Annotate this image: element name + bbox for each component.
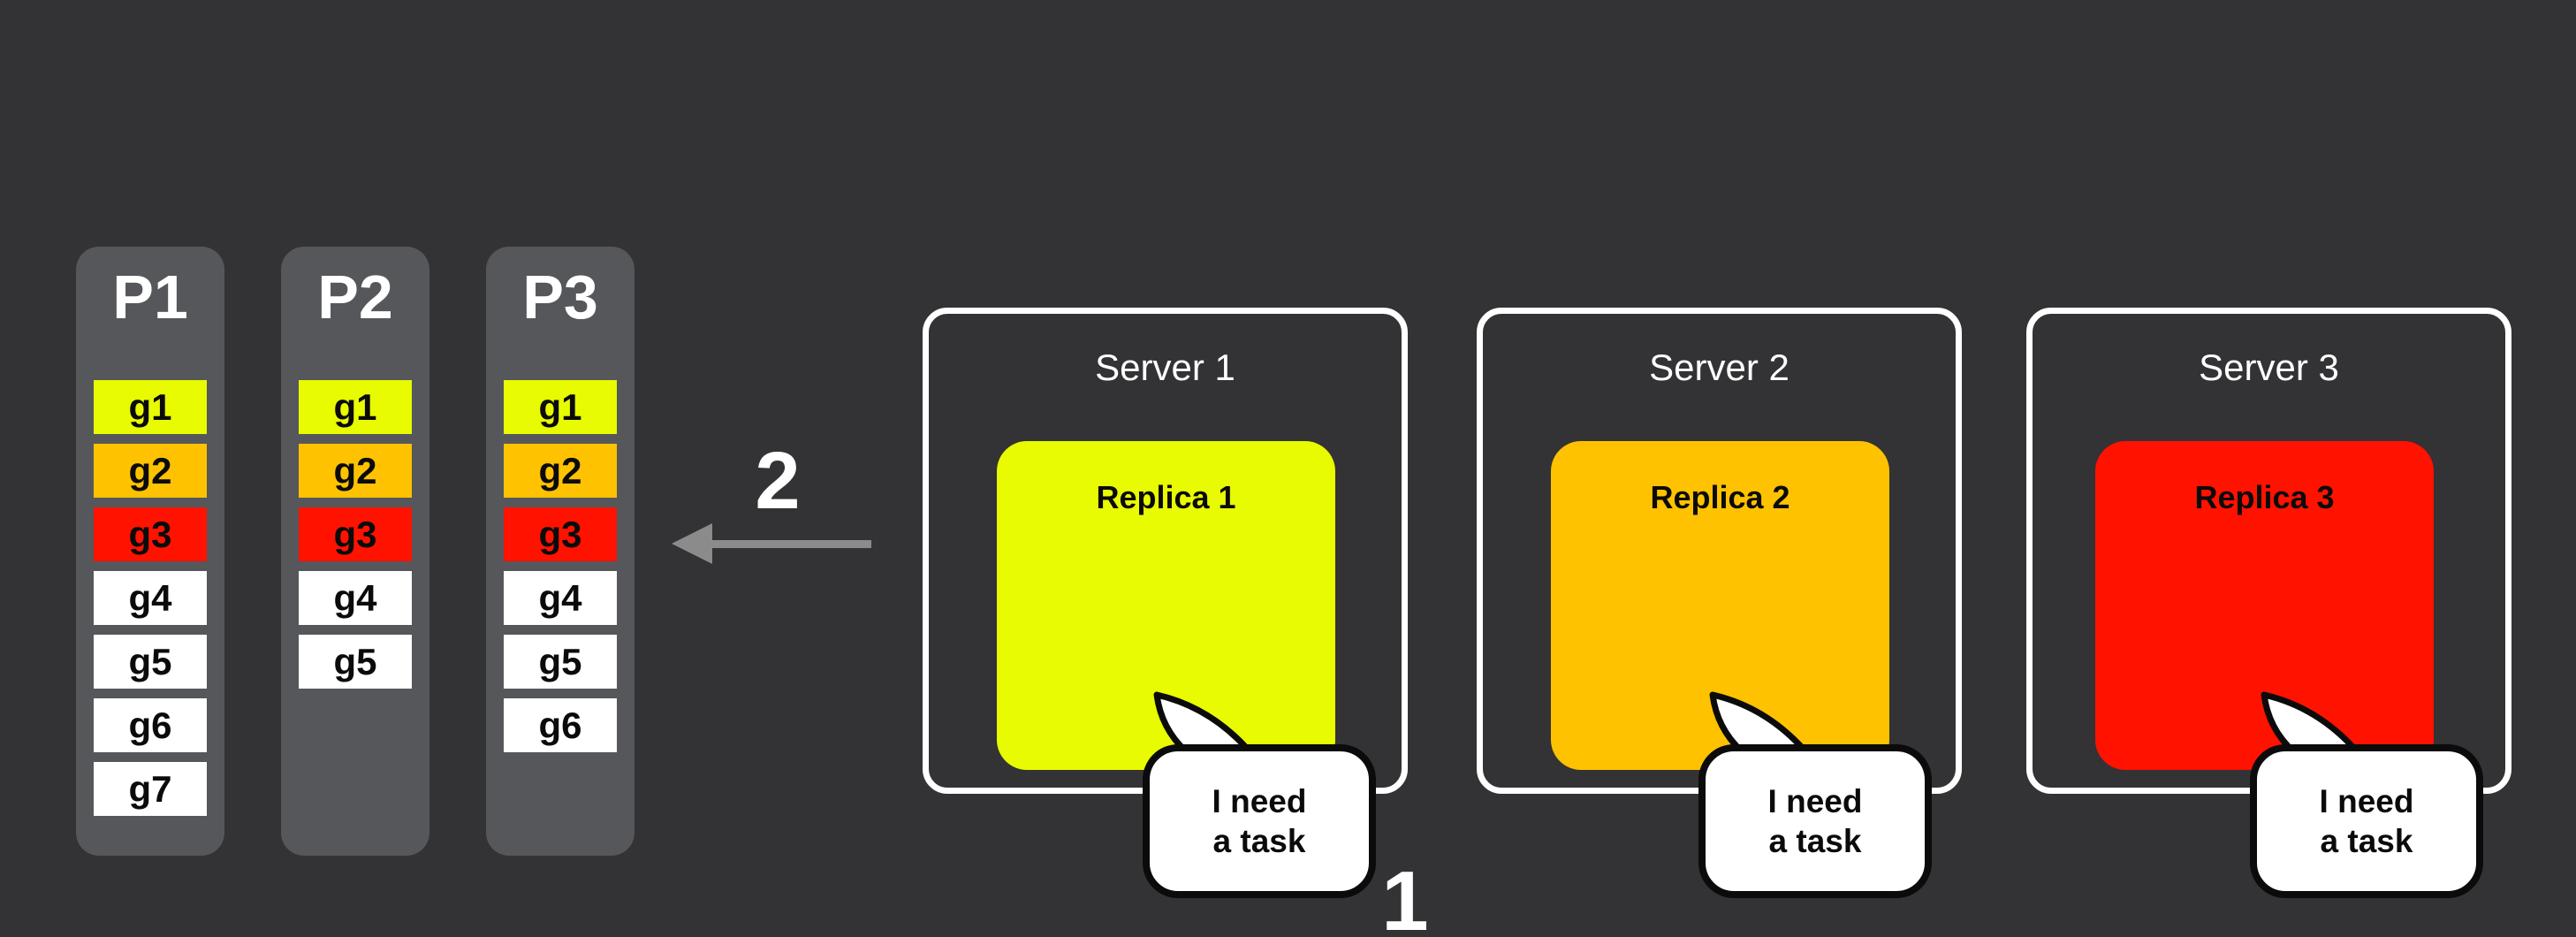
task-cell: g2 [299,444,412,498]
partition-panel-p1: P1 g1 g2 g3 g4 g5 g6 g7 [76,247,224,856]
task-cell: g1 [504,380,617,434]
task-cell: g6 [504,698,617,752]
task-cell: g4 [504,571,617,625]
task-cell-list: g1 g2 g3 g4 g5 g6 g7 [94,380,207,826]
replica-label: Replica 3 [2194,479,2335,515]
task-cell: g5 [504,635,617,689]
task-cell: g1 [94,380,207,434]
speech-bubble-tail [1153,691,1253,755]
task-cell: g1 [299,380,412,434]
bubble-line: I need [1767,783,1863,819]
request-arrow-shaft [709,540,871,548]
step-1-label: 1 [1381,854,1429,937]
server-title: Server 1 [1095,347,1235,388]
speech-bubble-3 [2250,691,2483,898]
task-cell: g5 [94,635,207,689]
speech-bubble-body [2250,744,2483,898]
server-title: Server 2 [1649,347,1790,388]
request-arrow-head-icon [672,523,712,564]
speech-bubble-body [1143,744,1376,898]
task-cell: g5 [299,635,412,689]
bubble-line: a task [1212,823,1306,859]
task-cell: g3 [94,507,207,561]
speech-bubble-text: I need a task [1146,748,1372,895]
speech-bubble-text: I need a task [1702,748,1928,895]
bubble-line: I need [2319,783,2414,819]
task-cell: g4 [299,571,412,625]
partition-title: P2 [317,263,393,331]
step-2-label: 2 [755,436,801,526]
speech-bubble-2 [1698,691,1932,898]
bubble-line: a task [1768,823,1862,859]
task-cell: g2 [94,444,207,498]
bubble-line: I need [1212,783,1307,819]
partition-panel-p3: P3 g1 g2 g3 g4 g5 g6 [486,247,635,856]
speech-bubble-tail [2261,691,2360,755]
task-cell: g3 [299,507,412,561]
task-cell: g6 [94,698,207,752]
speech-bubble-text: I need a task [2253,748,2480,895]
speech-bubble-1 [1143,691,1376,898]
replica-label: Replica 1 [1096,479,1236,515]
task-cell-list: g1 g2 g3 g4 g5 g6 [504,380,617,762]
task-cell: g2 [504,444,617,498]
partition-title: P3 [522,263,598,331]
speech-bubble-body [1698,744,1932,898]
task-cell-list: g1 g2 g3 g4 g5 [299,380,412,698]
task-cell: g4 [94,571,207,625]
server-title: Server 3 [2199,347,2339,388]
bubble-line: a task [2320,823,2413,859]
partition-panel-p2: P2 g1 g2 g3 g4 g5 [281,247,429,856]
speech-bubble-tail [1709,691,1809,755]
replica-label: Replica 2 [1650,479,1790,515]
replica-box-3: Replica 3 [2095,441,2434,770]
task-cell: g3 [504,507,617,561]
task-cell: g7 [94,762,207,816]
partition-title: P1 [112,263,188,331]
